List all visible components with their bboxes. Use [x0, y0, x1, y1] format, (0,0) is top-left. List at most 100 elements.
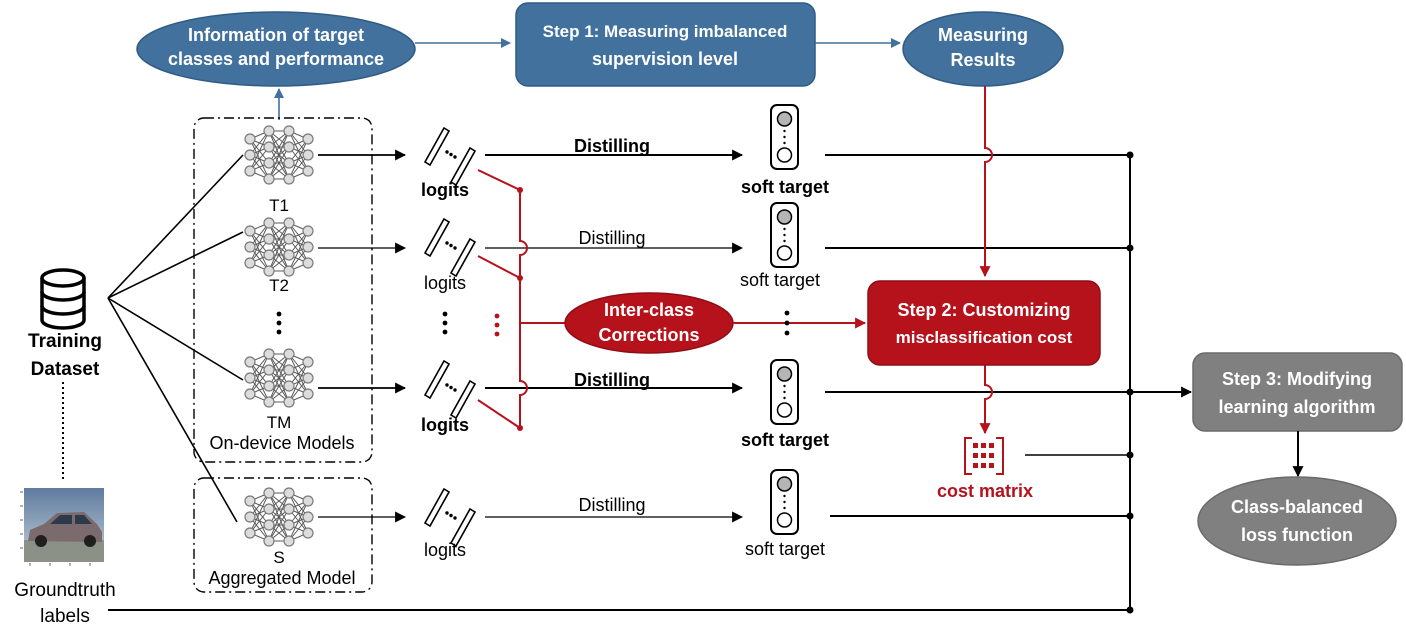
distilling-label-t1: Distilling — [574, 136, 650, 156]
step3-shape — [1192, 352, 1403, 432]
on-device-models-group — [193, 117, 373, 463]
distilling-label-tm: Distilling — [574, 370, 650, 390]
database-icon — [40, 268, 86, 330]
bus-junctions — [1126, 151, 1134, 614]
ellipsis-dot — [276, 311, 282, 317]
info-node: Information of target classes and perfor… — [136, 11, 416, 87]
car-windows — [50, 515, 92, 524]
soft-target-ellipsis — [784, 310, 790, 336]
cost-matrix-cell — [989, 463, 994, 468]
results-node: Measuring Results — [902, 11, 1064, 87]
neural-network-icon — [244, 348, 314, 408]
soft-target-dot — [783, 129, 786, 133]
step2-box: Step 2: Customizing misclassification co… — [867, 280, 1101, 366]
cost-matrix-cell — [989, 443, 994, 448]
soft-target-label-tm: soft target — [741, 430, 829, 450]
cost-matrix-cell — [973, 453, 978, 458]
ellipsis-dot — [784, 330, 790, 336]
logits-icon — [424, 488, 476, 547]
soft-target-icon — [770, 202, 799, 268]
dataset-to-s-line — [107, 297, 238, 523]
car-image-ticks — [20, 491, 91, 566]
cost-matrix-cell — [973, 463, 978, 468]
model-label-t2: T2 — [269, 276, 289, 295]
info-node-line2: classes and performance — [168, 49, 384, 69]
step2-line2: misclassification cost — [896, 328, 1073, 347]
ellipsis-dot — [442, 329, 448, 335]
soft-target-label-s: soft target — [745, 539, 825, 559]
database-band — [40, 305, 86, 316]
groundtruth-line1: Groundtruth — [14, 580, 115, 601]
ellipsis-dot — [784, 320, 790, 326]
t1-logits-correction-line — [477, 169, 521, 191]
soft-target-icon — [770, 104, 799, 170]
soft-target-dot — [783, 227, 786, 231]
cost-matrix-cell — [989, 453, 994, 458]
ellipsis-dot — [442, 320, 448, 326]
dataset-line1: Training — [28, 331, 102, 352]
correction-collector-line — [519, 190, 528, 428]
soft-target-dot — [783, 500, 786, 504]
soft-target-dot — [783, 141, 786, 145]
neural-network-icon — [244, 125, 314, 185]
soft-target-dot — [783, 384, 786, 388]
soft-target-top-node — [776, 111, 793, 127]
cost-matrix-cell — [981, 443, 986, 448]
logits-icon — [424, 218, 476, 277]
database-top — [40, 268, 86, 288]
car-wheel — [35, 535, 47, 547]
neural-network-icon — [244, 217, 314, 277]
soft-target-dot — [783, 506, 786, 510]
loss-node-line1: Class-balanced — [1231, 497, 1363, 517]
distilling-label-t2: Distilling — [578, 228, 645, 248]
loss-node-shape — [1197, 476, 1397, 566]
cost-matrix-right-bracket — [996, 437, 1004, 475]
junction-dot — [517, 187, 523, 193]
logits-icon — [424, 127, 476, 186]
aggregated-model-label: Aggregated Model — [208, 568, 355, 588]
corrections-node: Inter-class Corrections — [564, 292, 734, 354]
correction-ellipsis — [494, 313, 500, 337]
step1-line2: supervision level — [592, 49, 738, 69]
dataset-line2: Dataset — [31, 359, 100, 380]
car-image — [20, 488, 104, 566]
junction-dot — [1126, 244, 1134, 252]
models-ellipsis — [276, 311, 282, 335]
corrections-node-line2: Corrections — [598, 325, 699, 345]
cost-matrix-cell — [973, 443, 978, 448]
soft-target-top-node — [776, 209, 793, 225]
logits-label-t1: logits — [421, 180, 469, 200]
soft-target-label-t1: soft target — [741, 177, 829, 197]
soft-target-dot — [783, 239, 786, 243]
step2-to-cost-matrix-arrow — [979, 365, 993, 435]
model-label-t1: T1 — [269, 196, 289, 215]
cost-matrix-icon — [964, 437, 1004, 475]
step2-shape — [867, 280, 1101, 366]
tm-logits-correction-line — [477, 399, 521, 429]
ellipsis-dot — [494, 313, 500, 319]
distilling-label-s: Distilling — [578, 495, 645, 515]
soft-target-icon — [770, 469, 799, 535]
ellipsis-dot — [494, 322, 500, 328]
results-to-step2-arrow — [979, 86, 993, 278]
logits-ellipsis — [442, 311, 448, 335]
logits-icon — [424, 360, 476, 419]
results-node-line1: Measuring — [938, 25, 1028, 45]
loss-node-line2: loss function — [1241, 525, 1353, 545]
dataset-to-tm-line — [107, 297, 244, 381]
logits-label-tm: logits — [421, 415, 469, 435]
logits-label-t2: logits — [424, 273, 466, 293]
ellipsis-dot — [784, 310, 790, 316]
neural-network-icon — [244, 487, 314, 547]
junction-dot — [1126, 512, 1134, 520]
aggregated-model-group — [193, 477, 373, 593]
model-label-s: S — [273, 548, 284, 567]
soft-target-bottom-node — [776, 402, 793, 418]
cost-matrix-cell — [981, 453, 986, 458]
junction-dot — [517, 425, 523, 431]
ellipsis-dot — [276, 320, 282, 326]
soft-target-dot — [783, 390, 786, 394]
soft-target-bottom-node — [776, 147, 793, 163]
step3-line2: learning algorithm — [1218, 397, 1375, 417]
